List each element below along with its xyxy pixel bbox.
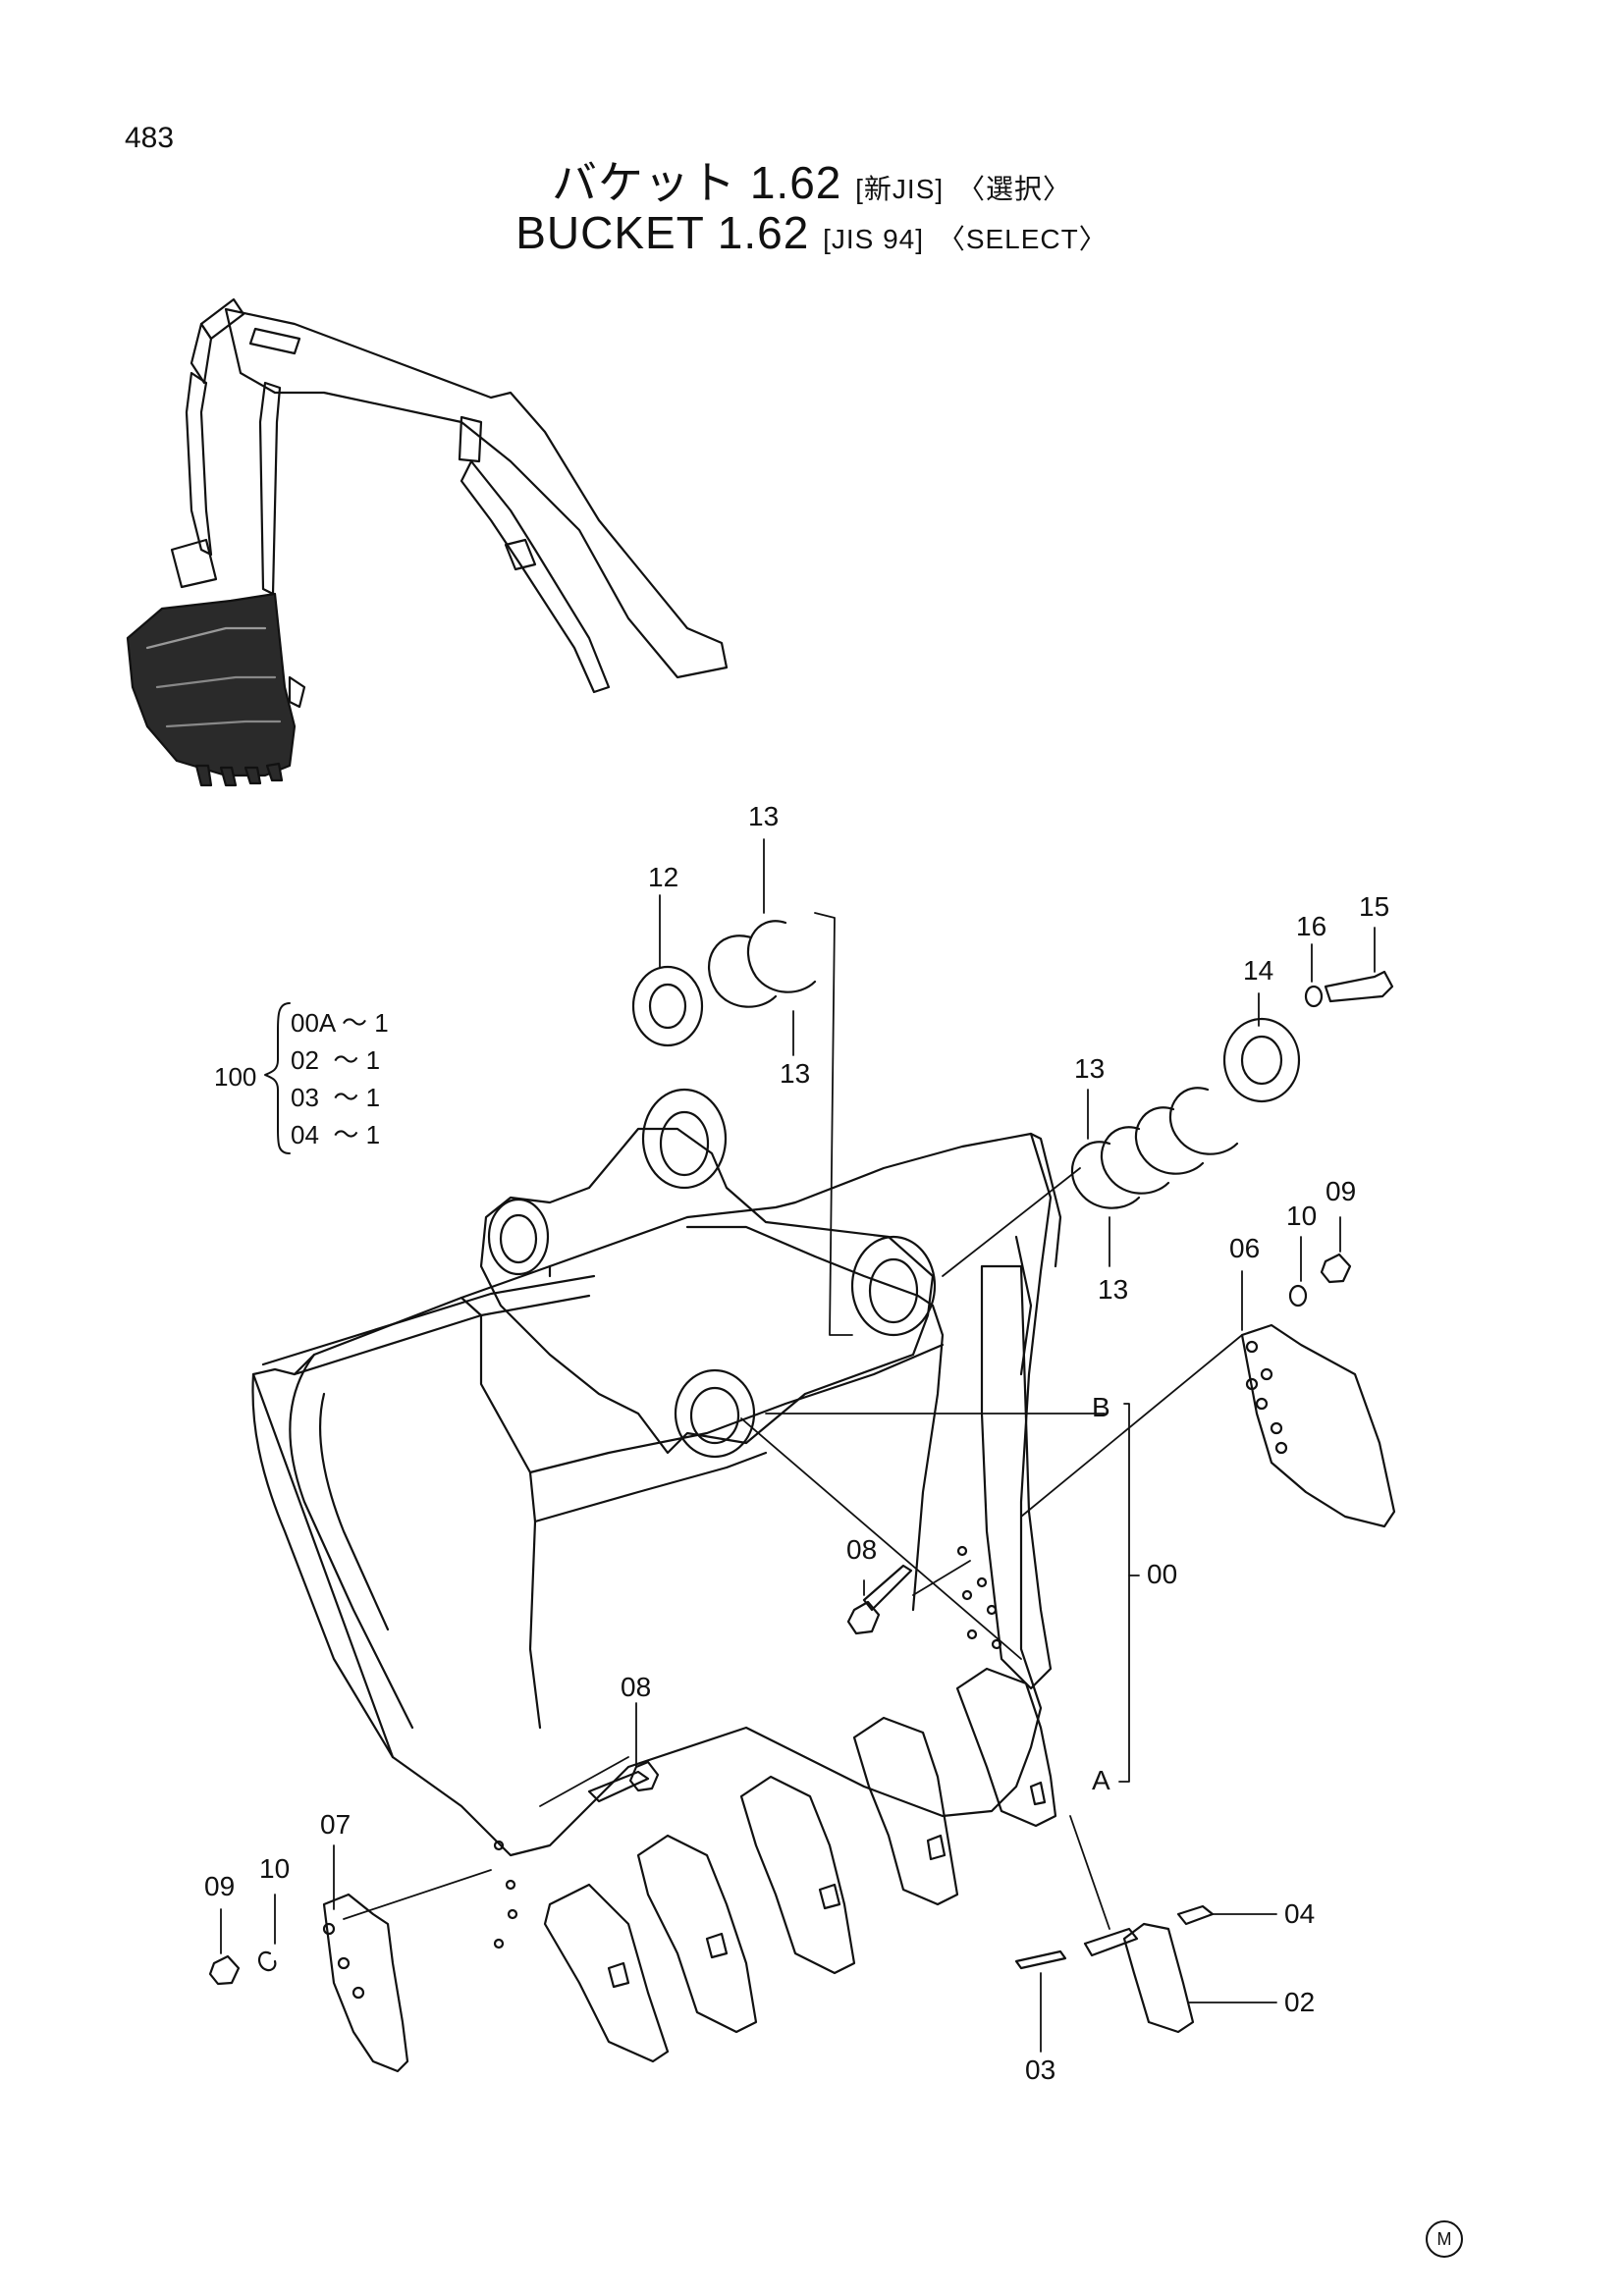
callout-03: 03 <box>1025 2055 1056 2085</box>
callout-02: 02 <box>1284 1987 1316 2017</box>
fasteners <box>208 970 1394 1986</box>
side-cutters <box>322 1323 1396 2073</box>
end-plates <box>631 965 1301 1103</box>
title-en-bracket: [JIS 94] <box>823 224 925 254</box>
callout-A: A <box>1092 1765 1110 1795</box>
callout-04: 04 <box>1284 1898 1316 1929</box>
m-mark: M <box>1426 2220 1463 2258</box>
leader-lines <box>220 838 1376 2053</box>
assembly-row: 00A ～ 1 <box>291 1008 389 1038</box>
title-jp-select: 〈選択〉 <box>956 174 1071 204</box>
callout-13: 13 <box>780 1058 811 1089</box>
callout-09: 09 <box>204 1871 236 1901</box>
title-jp-main: バケット 1.62 <box>552 157 842 208</box>
callout-10: 10 <box>1286 1201 1318 1231</box>
callout-13: 13 <box>1098 1274 1129 1305</box>
callout-16: 16 <box>1296 911 1327 941</box>
excavator-thumbnail <box>126 297 729 787</box>
callout-09: 09 <box>1325 1176 1357 1206</box>
callout-06: 06 <box>1229 1233 1261 1263</box>
assembly-brace <box>264 1002 291 1154</box>
assembly-row: 03 ～ 1 <box>291 1083 381 1112</box>
callout-B: B <box>1092 1392 1110 1422</box>
callout-07: 07 <box>320 1809 352 1840</box>
title-english: BUCKET 1.62 [JIS 94] 〈SELECT〉 <box>0 206 1623 259</box>
assembly-row: 04 ～ 1 <box>291 1120 381 1149</box>
title-en-select: 〈SELECT〉 <box>937 224 1108 254</box>
bucket-body <box>251 1132 1062 1949</box>
callout-10: 10 <box>259 1853 291 1884</box>
title-japanese: バケット 1.62 [新JIS] 〈選択〉 <box>0 147 1623 212</box>
callout-12: 12 <box>648 862 679 892</box>
title-en-main: BUCKET 1.62 <box>515 207 810 258</box>
callout-15: 15 <box>1359 891 1390 922</box>
assembly-label: 100 <box>214 1062 257 1092</box>
page-number: 483 <box>125 122 175 154</box>
callout-08: 08 <box>846 1534 878 1565</box>
pin-bosses <box>479 1088 937 1459</box>
callout-00: 00 <box>1147 1559 1178 1589</box>
shims <box>707 920 1239 1209</box>
callout-13: 13 <box>748 801 780 831</box>
tooth-parts <box>1014 1904 1215 2034</box>
callout-13: 13 <box>1074 1053 1106 1084</box>
callout-08: 08 <box>621 1672 652 1702</box>
teeth-row <box>543 1667 1057 2063</box>
title-jp-bracket: [新JIS] <box>855 174 945 204</box>
assembly-row: 02 ～ 1 <box>291 1045 381 1075</box>
callout-14: 14 <box>1243 955 1274 986</box>
